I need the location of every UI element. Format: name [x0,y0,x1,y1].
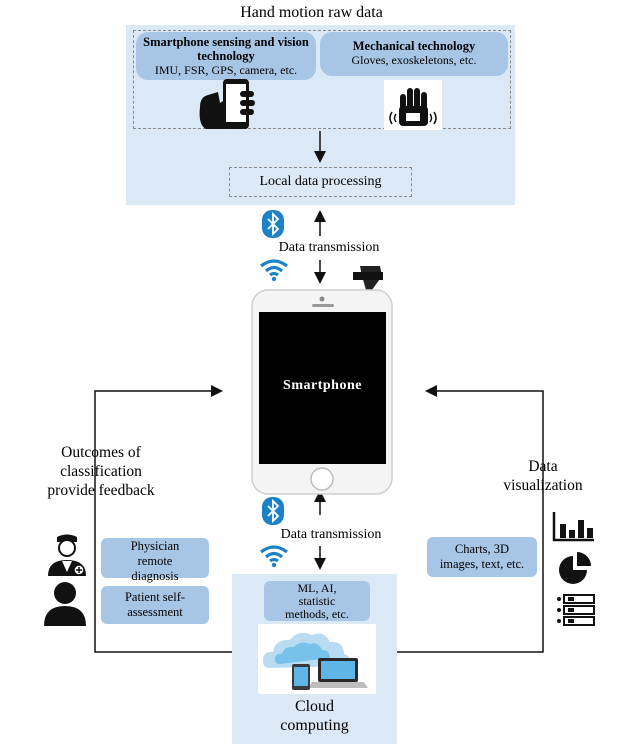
sensing-group-border [133,30,511,129]
pie-chart-icon [559,552,591,584]
wifi-icon-bottom [260,545,288,568]
outcomes-line-1: Outcomes of [61,444,141,461]
bluetooth-icon-bottom [262,497,284,525]
visualization-line-2: visualization [503,477,583,494]
cloud-line-1: Cloud [294,698,335,715]
ml-line-2: statistic [298,594,336,608]
local-processing-box: Local data processing [229,167,412,197]
bar-chart-icon [552,512,594,542]
hand-phone-icon [199,79,255,129]
patient-box: Patient self- assessment [101,586,209,624]
glove-icon [384,80,442,130]
doctor-icon [48,534,86,576]
mechanical-box: Mechanical technology Gloves, exoskeleto… [320,32,508,76]
diagram-title: Hand motion raw data [240,4,383,21]
physician-line-2: remote [137,554,173,568]
visualization-line-1: Data [528,458,558,475]
outcomes-label: Outcomes of classification provide feedb… [26,443,176,500]
smartphone-label: Smartphone [283,378,362,393]
data-transmission-bottom: Data transmission [280,527,382,542]
physician-box: Physician remote diagnosis [101,538,209,583]
patient-line-2: assessment [127,605,183,619]
bluetooth-icon [262,210,284,238]
physician-line-3: diagnosis [131,569,179,583]
wifi-icon [260,259,288,282]
cloud-devices-icon [258,624,376,694]
ml-line-3: methods, etc. [285,607,349,621]
server-list-icon [557,594,595,626]
charts-line-1: Charts, 3D [454,542,510,556]
data-transmission-top: Data transmission [278,240,380,255]
physician-line-1: Physician [130,539,180,553]
cloud-line-2: computing [280,717,349,734]
charts-box: Charts, 3D images, text, etc. [427,537,537,577]
ml-box: ML, AI, statistic methods, etc. [264,581,370,621]
smartphone-sensing-title: Smartphone sensing and vision technology [143,35,309,63]
smartphone-device [251,266,393,495]
cloud-computing-label: Cloud computing [232,697,397,735]
patient-icon [44,582,86,626]
outcomes-line-3: provide feedback [47,482,155,499]
ml-line-1: ML, AI, [297,581,337,595]
outcomes-line-2: classification [60,463,142,480]
smartphone-sensing-detail: IMU, FSR, GPS, camera, etc. [154,63,298,77]
charts-line-2: images, text, etc. [439,557,525,571]
smartphone-sensing-box: Smartphone sensing and vision technology… [136,32,316,80]
mechanical-title: Mechanical technology [352,39,476,53]
mechanical-detail: Gloves, exoskeletons, etc. [351,53,477,67]
visualization-label: Data visualization [488,457,598,495]
patient-line-1: Patient self- [124,590,186,604]
